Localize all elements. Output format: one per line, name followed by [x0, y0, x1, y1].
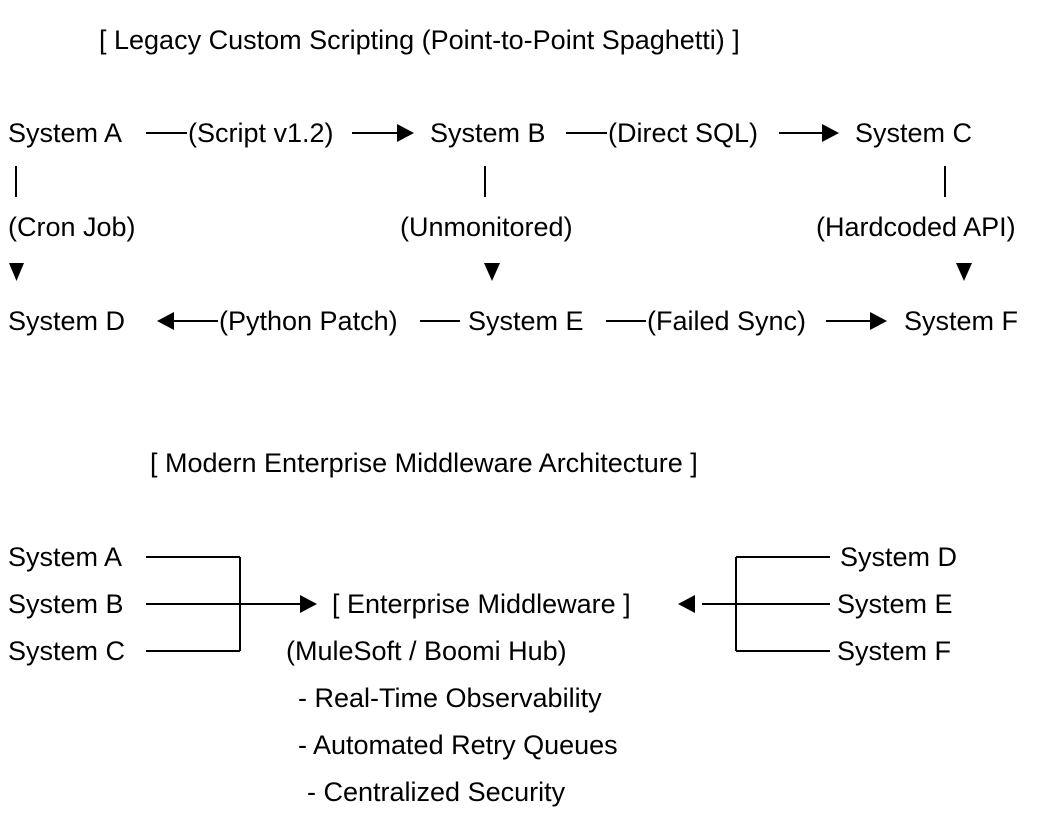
hub-feature-security: - Centralized Security: [307, 777, 566, 807]
legacy-edge-label-a-d: (Cron Job): [8, 212, 136, 242]
legacy-title: [ Legacy Custom Scripting (Point-to-Poin…: [99, 25, 740, 55]
arrowhead-to-system-d-down: [9, 263, 24, 281]
legacy-system-e: System E: [468, 306, 584, 336]
legacy-system-f: System F: [904, 306, 1019, 336]
arrowhead-to-system-b: [397, 124, 414, 142]
arrowhead-into-hub-left: [300, 595, 317, 613]
hub-label: [ Enterprise Middleware ]: [332, 589, 631, 619]
hub-feature-retry-queues: - Automated Retry Queues: [298, 730, 618, 760]
arrowhead-to-system-f-down: [956, 263, 972, 281]
modern-right-system-e: System E: [837, 589, 953, 619]
legacy-edge-label-c-f: (Hardcoded API): [816, 212, 1016, 242]
modern-right-system-f: System F: [837, 636, 952, 666]
modern-right-system-d: System D: [840, 542, 958, 572]
arrowhead-to-system-c: [822, 124, 839, 142]
legacy-edge-label-a-b: (Script v1.2): [188, 118, 334, 148]
hub-subtitle: (MuleSoft / Boomi Hub): [286, 636, 567, 666]
arrowhead-to-system-e-down: [484, 263, 500, 281]
modern-title: [ Modern Enterprise Middleware Architect…: [150, 448, 698, 478]
legacy-edge-label-e-d: (Python Patch): [219, 306, 398, 336]
legacy-edge-label-b-c: (Direct SQL): [608, 118, 759, 148]
legacy-system-d: System D: [8, 306, 126, 336]
legacy-system-b: System B: [430, 118, 546, 148]
arrowhead-to-system-d-left: [157, 312, 174, 330]
arrowhead-to-system-f: [870, 312, 887, 330]
modern-left-system-b: System B: [8, 589, 124, 619]
legacy-edge-label-e-f: (Failed Sync): [647, 306, 807, 336]
modern-left-system-c: System C: [8, 636, 126, 666]
hub-feature-observability: - Real-Time Observability: [298, 683, 602, 713]
legacy-system-c: System C: [855, 118, 973, 148]
modern-left-system-a: System A: [8, 542, 123, 572]
legacy-system-a: System A: [8, 118, 123, 148]
legacy-edge-label-b-e: (Unmonitored): [400, 212, 573, 242]
arrowhead-into-hub-right: [678, 595, 695, 613]
